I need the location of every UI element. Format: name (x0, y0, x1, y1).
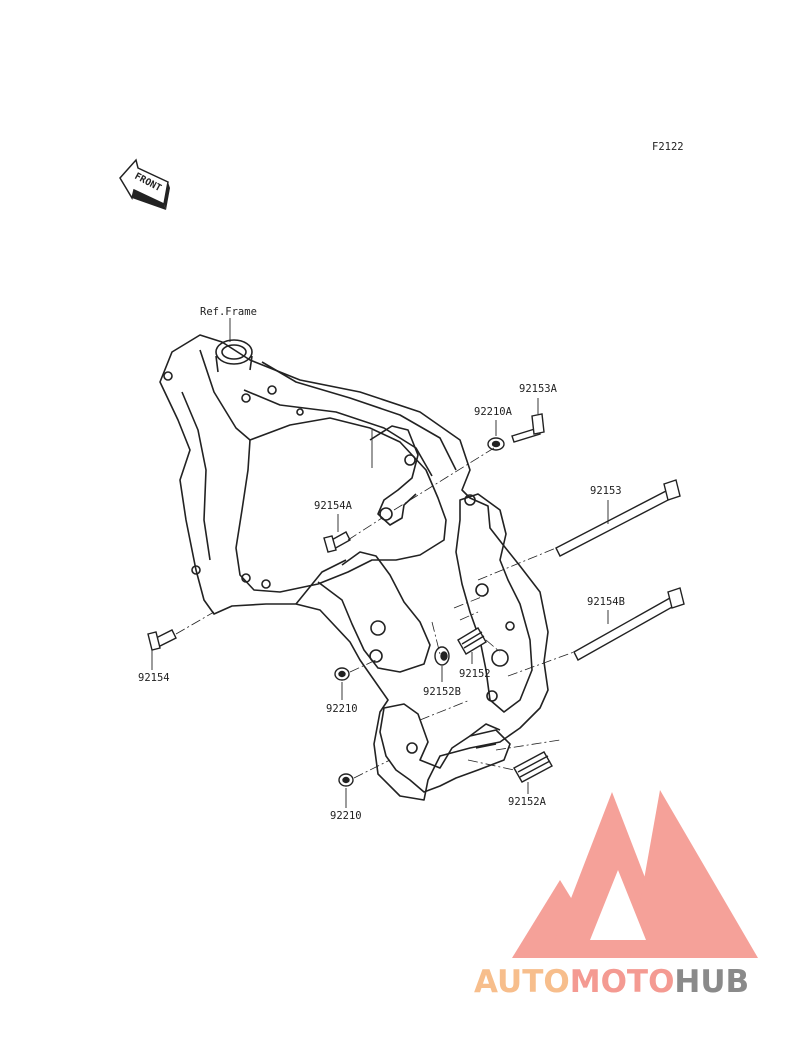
nut-92210A (487, 437, 505, 451)
bolt-92153 (555, 479, 681, 557)
part-label-92152A: 92152A (508, 796, 547, 808)
leader-lines (151, 318, 609, 808)
fasteners (147, 413, 685, 787)
watermark-wordmark: AUTOMOTOHUB (474, 962, 794, 1002)
watermark-hub: HUB (674, 964, 750, 1000)
bolt-92154 (147, 629, 177, 651)
spacer-92152 (457, 627, 487, 655)
part-label-92154B: 92154B (587, 596, 625, 608)
bolt-92154A (323, 531, 351, 553)
part-label-92210-lower: 92210 (330, 810, 362, 822)
nut-92210-lower (338, 773, 354, 787)
watermark-moto: MOTO (569, 964, 675, 1000)
watermark-logo (512, 790, 758, 958)
part-label-92210A: 92210A (474, 406, 513, 418)
bolt-92154B (573, 587, 685, 661)
motorcycle-frame (159, 334, 549, 801)
part-label-92153A: 92153A (519, 383, 558, 395)
bolt-92153A (511, 413, 545, 443)
part-label-92154: 92154 (138, 672, 170, 684)
front-arrow-icon: FRONT (119, 158, 170, 210)
part-label-92154A: 92154A (314, 500, 353, 512)
spacer-92152A (513, 751, 553, 783)
part-label-92210-upper: 92210 (326, 703, 358, 715)
watermark-auto: AUTO (474, 964, 570, 1000)
center-lines (175, 447, 575, 779)
diagram-code-label: F2122 (652, 141, 684, 153)
nut-92210-upper (334, 667, 350, 681)
part-label-92153: 92153 (590, 485, 622, 497)
collar-92152B (434, 646, 450, 666)
ref-frame-label: Ref.Frame (200, 306, 257, 318)
part-label-92152B: 92152B (423, 686, 461, 698)
part-label-92152: 92152 (459, 668, 491, 680)
